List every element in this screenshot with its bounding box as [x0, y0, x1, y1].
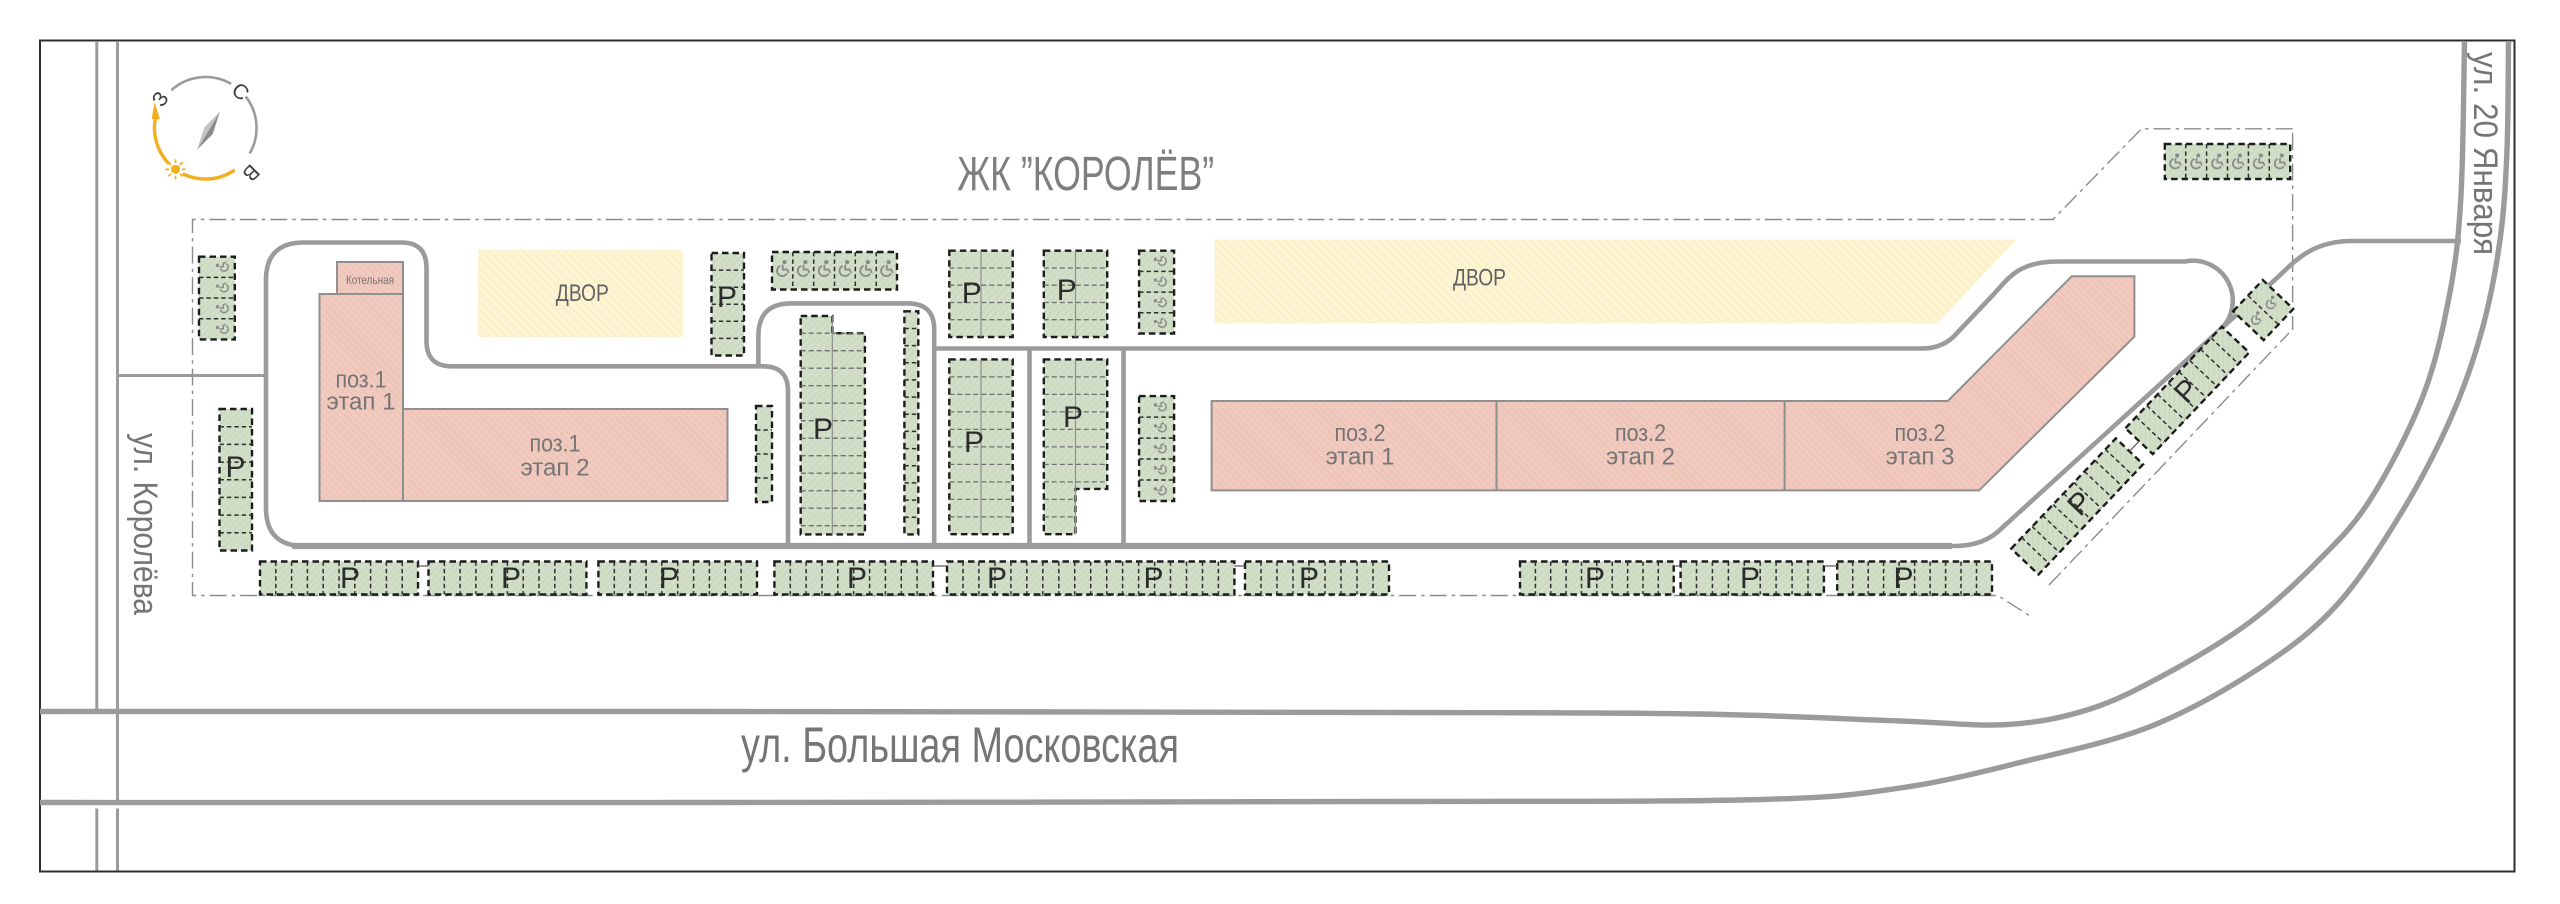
svg-text:Котельная: Котельная — [346, 273, 394, 287]
svg-text:Р: Р — [987, 562, 1007, 595]
svg-text:этап 2: этап 2 — [521, 455, 590, 482]
svg-text:этап 3: этап 3 — [1886, 444, 1955, 471]
svg-text:Р: Р — [1299, 562, 1319, 595]
svg-text:Р: Р — [1740, 562, 1760, 595]
svg-text:этап 2: этап 2 — [1606, 444, 1675, 471]
svg-text:ДВОР: ДВОР — [556, 280, 609, 307]
svg-text:Р: Р — [962, 277, 982, 310]
svg-text:Р: Р — [659, 562, 679, 595]
svg-text:Р: Р — [1893, 562, 1913, 595]
svg-text:Р: Р — [813, 413, 833, 446]
svg-text:ДВОР: ДВОР — [1453, 265, 1506, 292]
svg-text:поз.1: поз.1 — [336, 367, 387, 394]
svg-text:ул. Большая Московская: ул. Большая Московская — [741, 717, 1179, 773]
svg-text:Р: Р — [340, 562, 360, 595]
svg-text:ул. Королёва: ул. Королёва — [126, 433, 164, 615]
svg-text:Р: Р — [1143, 562, 1163, 595]
svg-text:Р: Р — [1057, 274, 1077, 307]
svg-text:Р: Р — [717, 281, 737, 314]
svg-text:Р: Р — [1063, 401, 1083, 434]
svg-text:ул. 20 Января: ул. 20 Января — [2466, 52, 2504, 255]
svg-text:поз.2: поз.2 — [1335, 420, 1386, 447]
svg-text:поз.2: поз.2 — [1615, 420, 1666, 447]
svg-text:этап 1: этап 1 — [1326, 444, 1395, 471]
svg-text:Р: Р — [1585, 562, 1605, 595]
svg-text:Р: Р — [501, 562, 521, 595]
svg-text:поз.1: поз.1 — [530, 431, 581, 458]
svg-text:Р: Р — [964, 426, 984, 459]
svg-text:ЖК ”КОРОЛЁВ”: ЖК ”КОРОЛЁВ” — [957, 148, 1214, 201]
svg-text:этап 1: этап 1 — [327, 389, 396, 416]
svg-text:Р: Р — [225, 451, 245, 484]
svg-text:поз.2: поз.2 — [1895, 420, 1946, 447]
svg-text:Р: Р — [847, 562, 867, 595]
